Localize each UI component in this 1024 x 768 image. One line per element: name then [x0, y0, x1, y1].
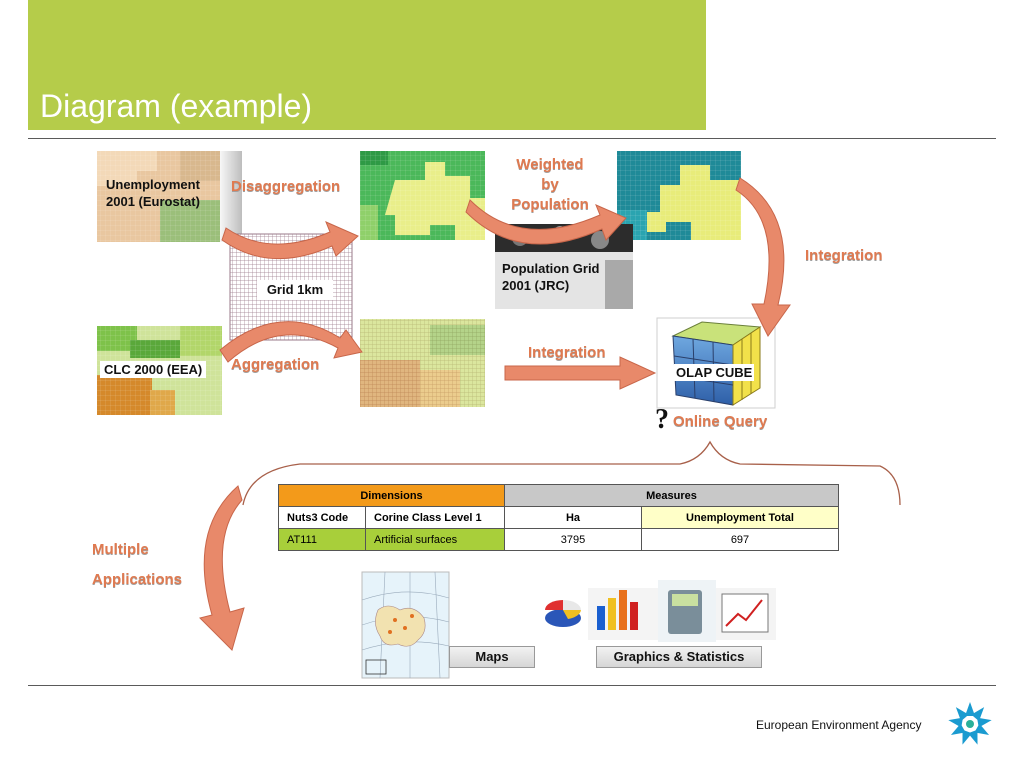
dimensions-header: Dimensions [278, 484, 505, 507]
agency-name: European Environment Agency [756, 718, 922, 732]
online-query-label: Online Query [673, 413, 768, 430]
aggregation-label: Aggregation [231, 356, 320, 373]
maps-label: Maps [449, 646, 535, 668]
slide-title: Diagram (example) [40, 88, 313, 124]
population-grid-label: Population Grid 2001 (JRC) [502, 261, 600, 293]
table-row: AT111 Artificial surfaces 3795 697 [278, 528, 839, 551]
weighted-map [617, 151, 741, 240]
grid-1km-label: Grid 1km [257, 280, 333, 300]
integration-label-middle: Integration [528, 344, 606, 361]
brace-line [242, 440, 901, 506]
column-header: Corine Class Level 1 [365, 506, 505, 529]
disaggregated-map [360, 151, 485, 240]
graphics-statistics-label: Graphics & Statistics [596, 646, 762, 668]
eea-logo [948, 702, 992, 745]
olap-cube-label: OLAP CUBE [674, 364, 755, 381]
applications-label: Applications [92, 571, 183, 588]
aggregated-map [360, 319, 485, 407]
europe-map-thumbnail [361, 571, 450, 679]
unemployment-label: Unemployment 2001 (Eurostat) [106, 177, 200, 209]
olap-table: Dimensions Measures Nuts3 Code Corine Cl… [278, 484, 839, 551]
weighted-by-population-label: Weighted by Population [511, 156, 589, 213]
column-header: Unemployment Total [641, 506, 839, 529]
measures-header: Measures [504, 484, 839, 507]
top-divider [28, 138, 996, 139]
unemployment-map [97, 151, 242, 242]
question-mark: ? [655, 404, 669, 435]
table-cell: AT111 [278, 528, 366, 551]
title-band [28, 0, 706, 130]
disaggregation-label: Disaggregation [231, 178, 341, 195]
multiple-label: Multiple [92, 541, 149, 558]
table-cell: 3795 [504, 528, 642, 551]
table-cell: Artificial surfaces [365, 528, 505, 551]
table-cell: 697 [641, 528, 839, 551]
chart-icons [545, 580, 776, 642]
bottom-divider [28, 685, 996, 686]
olap-cube [656, 317, 776, 409]
clc-label: CLC 2000 (EEA) [100, 361, 207, 378]
flow-arrows [199, 177, 791, 651]
column-header: Nuts3 Code [278, 506, 366, 529]
integration-label-right: Integration [805, 247, 883, 264]
column-header: Ha [504, 506, 642, 529]
